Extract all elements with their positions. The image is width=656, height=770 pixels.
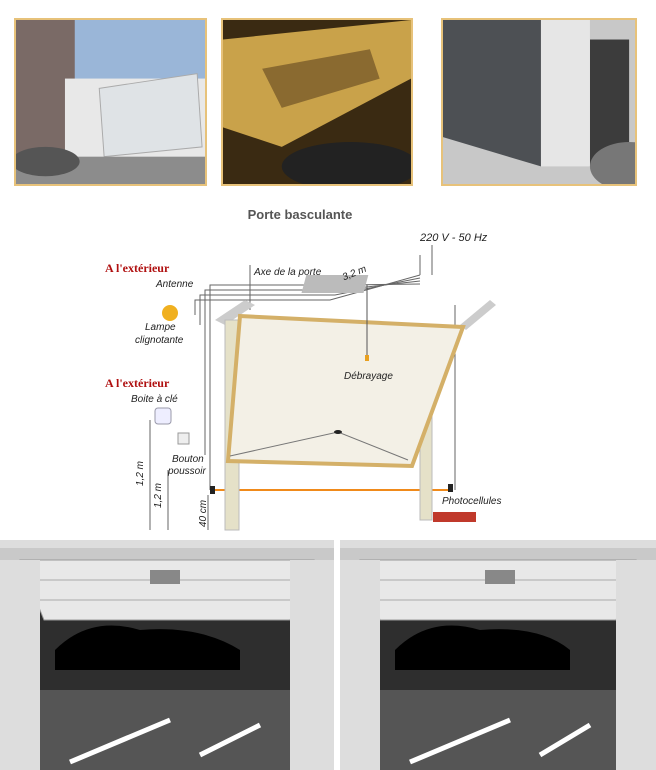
diagram-title: Porte basculante	[247, 207, 353, 222]
height-label-2: 1,2 m	[153, 482, 165, 509]
outside-label-2: A l'extérieur	[105, 376, 170, 390]
button-label-2: poussoir	[168, 466, 206, 477]
garage-door-exterior-photo	[14, 18, 207, 186]
power-label: 220 V - 50 Hz	[420, 232, 488, 244]
lamp-label-1: Lampe	[145, 322, 176, 333]
height-label-1: 1,2 m	[135, 460, 147, 487]
door-axis-label: Axe de la porte	[254, 267, 322, 278]
release-label: Débrayage	[344, 371, 393, 382]
garage-interior-illustration-2	[340, 540, 656, 770]
key-box-label: Boite à clé	[131, 394, 178, 405]
garage-door-closeup-photo	[221, 18, 413, 186]
garage-door-modern-photo	[441, 18, 637, 186]
antenna-label: Antenne	[156, 279, 194, 290]
height-label-3: 40 cm	[198, 499, 210, 528]
outside-label-1: A l'extérieur	[105, 261, 170, 275]
lamp-label-2: clignotante	[135, 335, 184, 346]
photocells-label: Photocellules	[442, 496, 502, 507]
button-label-1: Bouton	[172, 454, 204, 465]
garage-interior-illustration-1	[0, 540, 334, 770]
